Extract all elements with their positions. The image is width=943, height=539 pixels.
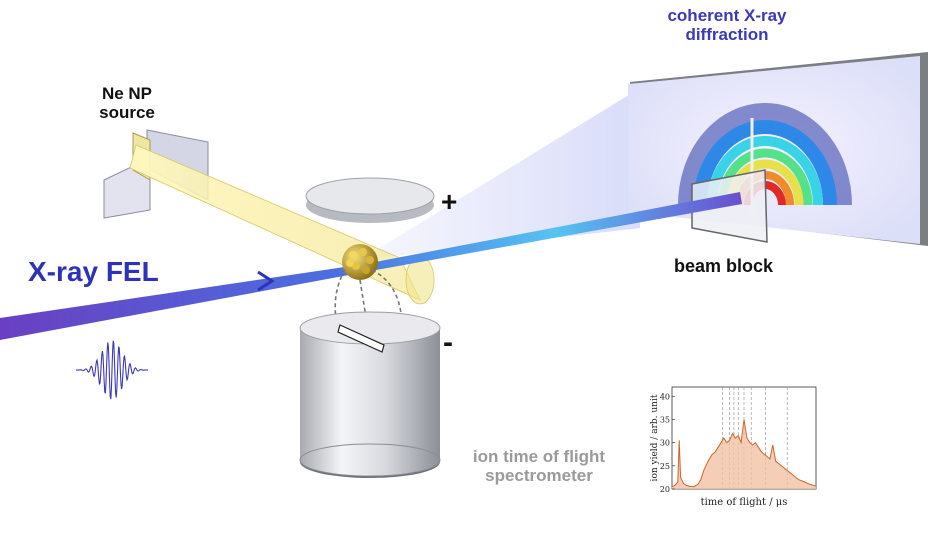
scattering-cone — [360, 88, 640, 260]
repeller-plate — [305, 177, 435, 223]
xray-fel-label: X-ray FEL — [28, 256, 159, 287]
x-axis-label: time of flight / μs — [701, 497, 788, 508]
nanoparticle-cluster — [342, 244, 378, 280]
y-axis-ticks: 20 25 30 35 40 — [660, 392, 675, 494]
tof-label-line-1: ion time of flight — [472, 447, 606, 466]
y-tick-label: 25 — [660, 462, 670, 471]
plus-sign: + — [441, 186, 458, 217]
y-tick-label: 30 — [660, 439, 670, 448]
coherent-diffraction-label: coherent X-ray diffraction — [632, 6, 822, 44]
y-tick-label: 35 — [660, 415, 670, 424]
tof-spectrum-plot: 20 25 30 35 40 time of flight / μs ion yield… — [650, 386, 817, 508]
spectrum-area — [672, 419, 816, 489]
coherent-diffraction-line-1: coherent X-ray — [667, 6, 787, 25]
y-axis-label: ion yield / arb. unit — [650, 394, 660, 481]
tof-label-line-2: spectrometer — [485, 466, 593, 486]
beam-direction-arrow — [257, 270, 275, 292]
fel-pulse-waveform — [76, 340, 148, 400]
y-tick-label: 40 — [660, 392, 670, 401]
y-tick-label: 20 — [660, 485, 670, 494]
diffraction-detector — [628, 52, 928, 246]
coherent-diffraction-line-2: diffraction — [685, 25, 769, 45]
ne-source-line-2: source — [99, 103, 155, 123]
beam-block-label: beam block — [674, 256, 774, 276]
ne-source-line-1: Ne NP — [101, 84, 153, 103]
minus-sign: - — [443, 326, 453, 359]
ne-source-label: Ne NP source — [72, 84, 182, 122]
tof-detector-cylinder — [299, 311, 441, 478]
spectrum-line — [671, 419, 817, 488]
tof-spectrometer-label: ion time of flight spectrometer — [448, 447, 630, 485]
